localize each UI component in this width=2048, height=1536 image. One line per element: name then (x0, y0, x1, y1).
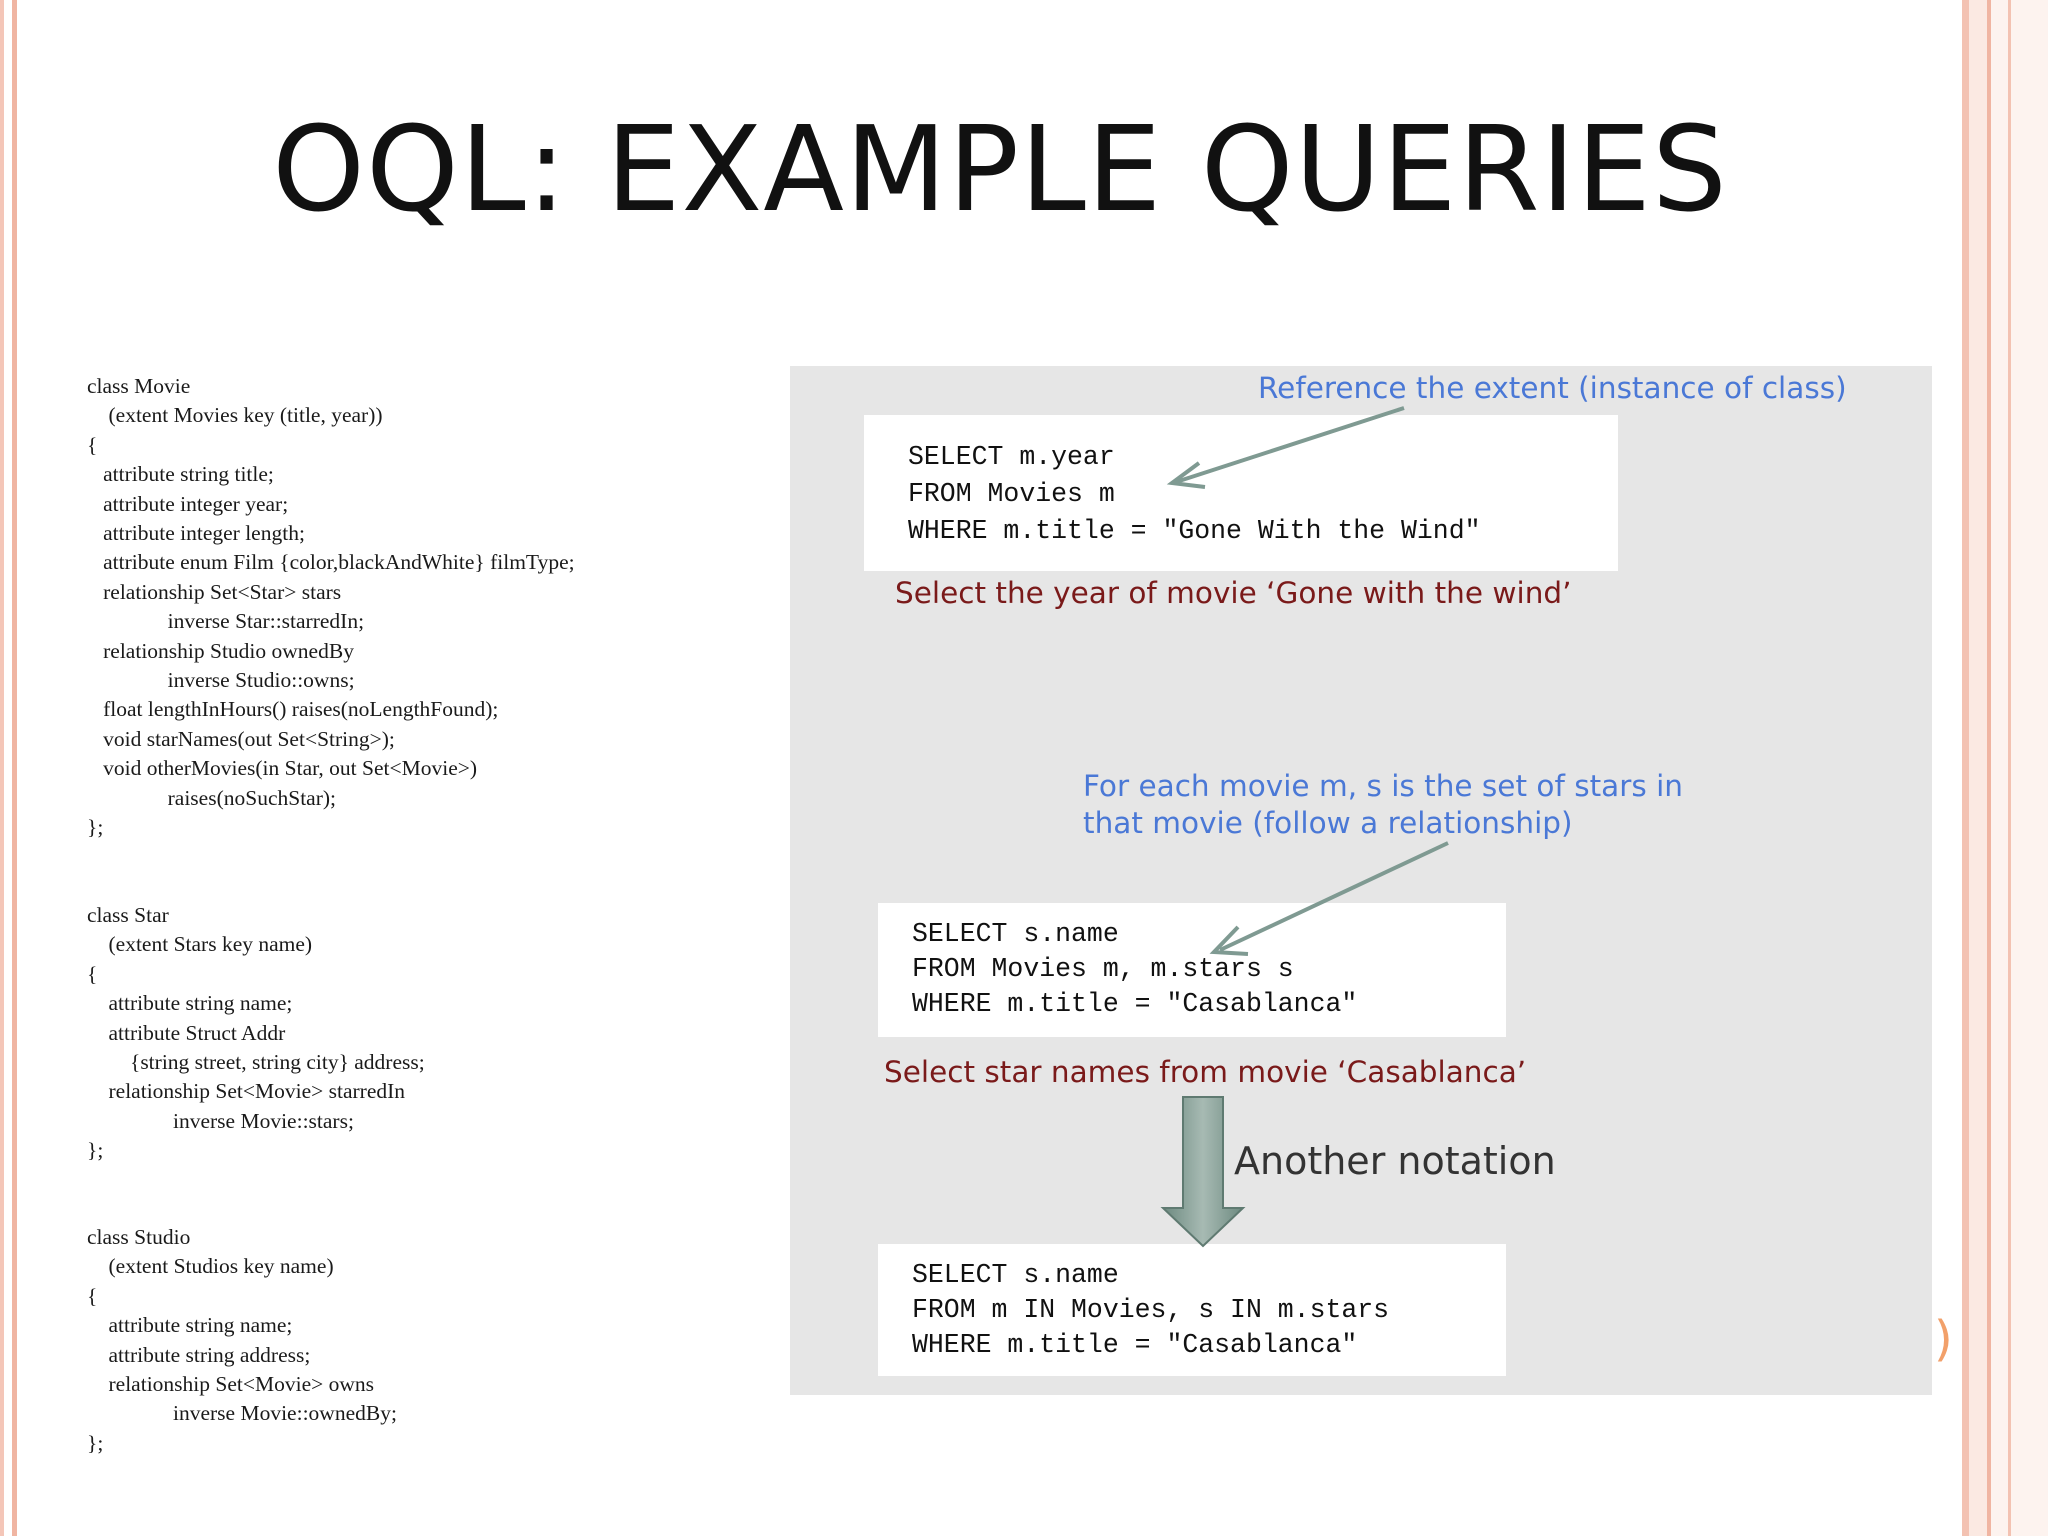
right-border-stripe (1991, 0, 2048, 1536)
query-box-stars-alt: SELECT s.name FROM m IN Movies, s IN m.s… (878, 1244, 1506, 1376)
right-border-stripe (1987, 0, 1991, 1536)
query-box-year: SELECT m.year FROM Movies m WHERE m.titl… (864, 415, 1618, 571)
right-border-stripe (1962, 0, 1969, 1536)
query-box-stars: SELECT s.name FROM Movies m, m.stars s W… (878, 903, 1506, 1037)
caption-stars-query: Select star names from movie ‘Casablanca… (884, 1055, 1527, 1089)
decorative-paren-mark: ) (1934, 1311, 1953, 1367)
right-border-stripe (2008, 0, 2011, 1536)
extent-note: Reference the extent (instance of class) (1258, 371, 1847, 405)
notation-note: Another notation (1234, 1139, 1556, 1183)
query-stars-alt-text: SELECT s.name FROM m IN Movies, s IN m.s… (912, 1260, 1390, 1360)
movie-class-definition: class Movie (extent Movies key (title, y… (87, 374, 575, 840)
slide-title: OQL: EXAMPLE QUERIES (272, 100, 1728, 238)
left-border-stripe (0, 0, 4, 1536)
right-border-stripe (1969, 0, 1987, 1536)
query-stars-text: SELECT s.name FROM Movies m, m.stars s W… (912, 919, 1358, 1019)
caption-year-query: Select the year of movie ‘Gone with the … (895, 576, 1572, 610)
star-class-definition: class Star (extent Stars key name) { att… (87, 903, 425, 1163)
left-border-stripe (12, 0, 17, 1536)
studio-class-definition: class Studio (extent Studios key name) {… (87, 1225, 397, 1455)
relationship-note: For each movie m, s is the set of stars … (1083, 769, 1683, 840)
query-year-text: SELECT m.year FROM Movies m WHERE m.titl… (908, 442, 1481, 546)
